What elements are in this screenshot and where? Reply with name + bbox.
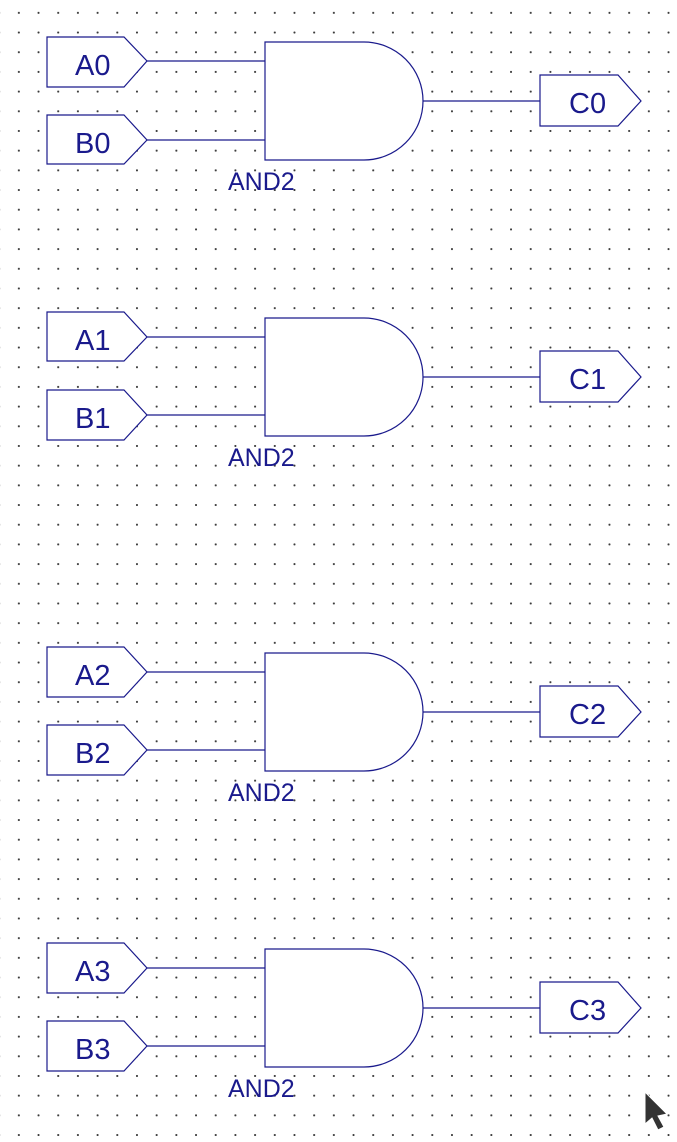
input-port-b0[interactable] bbox=[46, 114, 148, 165]
output-port-c3[interactable] bbox=[539, 981, 642, 1034]
input-port-a2-label: A2 bbox=[75, 660, 110, 692]
input-port-b2[interactable] bbox=[46, 724, 148, 776]
output-port-c3-label: C3 bbox=[569, 995, 606, 1027]
and-gate-group: A1 B1 AND2 C1 bbox=[46, 311, 642, 472]
input-port-b1[interactable] bbox=[46, 389, 148, 441]
output-port-c2-label: C2 bbox=[569, 699, 606, 731]
gate-type-label: AND2 bbox=[228, 444, 295, 472]
input-port-a0[interactable] bbox=[46, 36, 148, 88]
input-port-b2-label: B2 bbox=[75, 738, 110, 770]
gate-type-label: AND2 bbox=[228, 779, 295, 807]
input-port-a1[interactable] bbox=[46, 311, 148, 362]
input-port-a3[interactable] bbox=[46, 942, 148, 994]
output-port-c0[interactable] bbox=[539, 74, 642, 127]
and-gate-group: A2 B2 AND2 C2 bbox=[46, 646, 642, 807]
output-port-c2[interactable] bbox=[539, 685, 642, 738]
input-port-b3[interactable] bbox=[46, 1020, 148, 1072]
and-gate-body[interactable] bbox=[264, 41, 424, 161]
and-gate-body[interactable] bbox=[264, 317, 424, 437]
input-port-a3-label: A3 bbox=[75, 956, 110, 988]
input-port-a2[interactable] bbox=[46, 646, 148, 698]
and-gate-group: A0 B0 AND2 C0 bbox=[46, 36, 642, 196]
input-port-b3-label: B3 bbox=[75, 1034, 110, 1066]
input-port-a1-label: A1 bbox=[75, 325, 110, 357]
output-port-c1[interactable] bbox=[539, 350, 642, 403]
output-port-c1-label: C1 bbox=[569, 364, 606, 396]
and-gate-body[interactable] bbox=[264, 948, 424, 1068]
gate-type-label: AND2 bbox=[228, 1075, 295, 1103]
gate-type-label: AND2 bbox=[228, 168, 295, 196]
pointer-cursor-icon bbox=[644, 1090, 668, 1131]
and-gate-body[interactable] bbox=[264, 652, 424, 772]
output-port-c0-label: C0 bbox=[569, 88, 606, 120]
input-port-b1-label: B1 bbox=[75, 403, 110, 435]
and-gate-group: A3 B3 AND2 C3 bbox=[46, 942, 642, 1103]
input-port-b0-label: B0 bbox=[75, 128, 110, 160]
input-port-a0-label: A0 bbox=[75, 50, 110, 82]
